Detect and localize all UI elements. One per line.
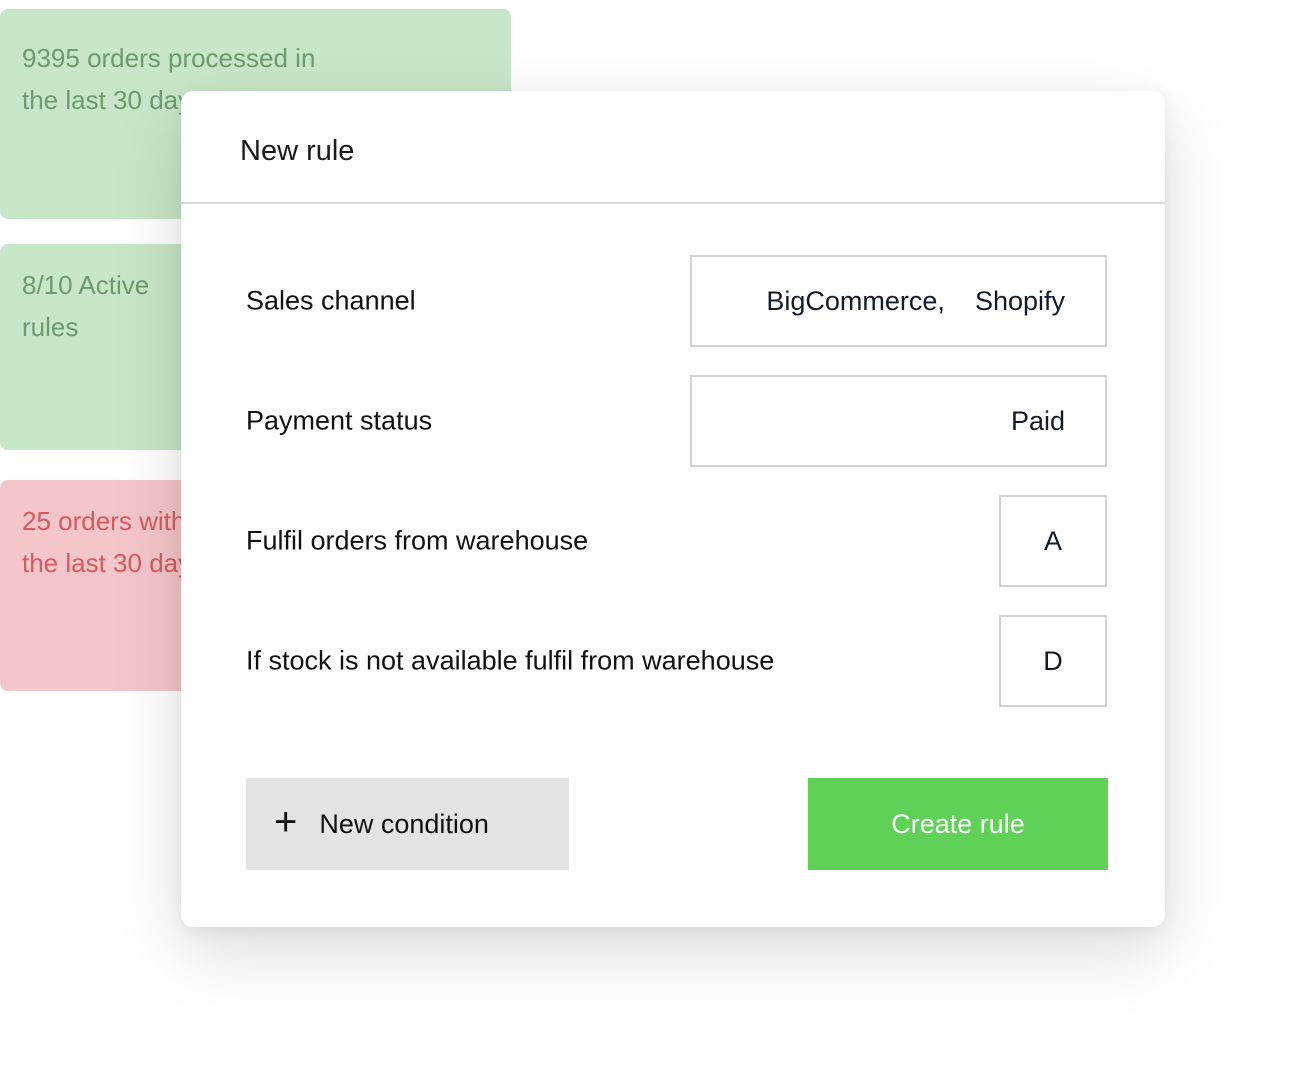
- rule-row-fallback-warehouse: If stock is not available fulfil from wa…: [246, 615, 1107, 707]
- sales-channel-field[interactable]: BigCommerce, Shopify: [690, 255, 1107, 347]
- rule-row-sales-channel: Sales channel BigCommerce, Shopify: [246, 255, 1107, 347]
- payment-status-value: Paid: [1010, 405, 1065, 436]
- sales-channel-label: Sales channel: [246, 285, 416, 316]
- payment-status-field[interactable]: Paid: [690, 375, 1107, 467]
- sales-channel-value-shopify: Shopify: [974, 285, 1065, 316]
- modal-title: New rule: [240, 135, 355, 167]
- fulfil-warehouse-value: A: [1043, 525, 1062, 556]
- rule-row-payment-status: Payment status Paid: [246, 375, 1107, 467]
- new-rule-modal: New rule Sales channel BigCommerce, Shop…: [181, 91, 1165, 927]
- create-rule-button[interactable]: Create rule: [808, 778, 1108, 870]
- orders-processed-text: 9395 orders processed in the last 30 day…: [22, 43, 316, 115]
- new-condition-button[interactable]: + New condition: [246, 778, 569, 870]
- active-rules-text: 8/10 Active rules: [22, 270, 150, 342]
- rule-row-fulfil-warehouse: Fulfil orders from warehouse A: [246, 495, 1107, 587]
- modal-header: New rule: [181, 91, 1165, 204]
- sales-channel-value-bigcommerce: BigCommerce,: [766, 285, 945, 316]
- create-rule-label: Create rule: [891, 808, 1025, 839]
- fulfil-warehouse-field[interactable]: A: [999, 495, 1107, 587]
- new-condition-label: New condition: [319, 808, 489, 839]
- fallback-warehouse-label: If stock is not available fulfil from wa…: [246, 645, 775, 676]
- fallback-warehouse-value: D: [1043, 645, 1063, 676]
- fallback-warehouse-field[interactable]: D: [999, 615, 1107, 707]
- fulfil-warehouse-label: Fulfil orders from warehouse: [246, 525, 589, 556]
- plus-icon: +: [274, 800, 298, 844]
- payment-status-label: Payment status: [246, 405, 433, 436]
